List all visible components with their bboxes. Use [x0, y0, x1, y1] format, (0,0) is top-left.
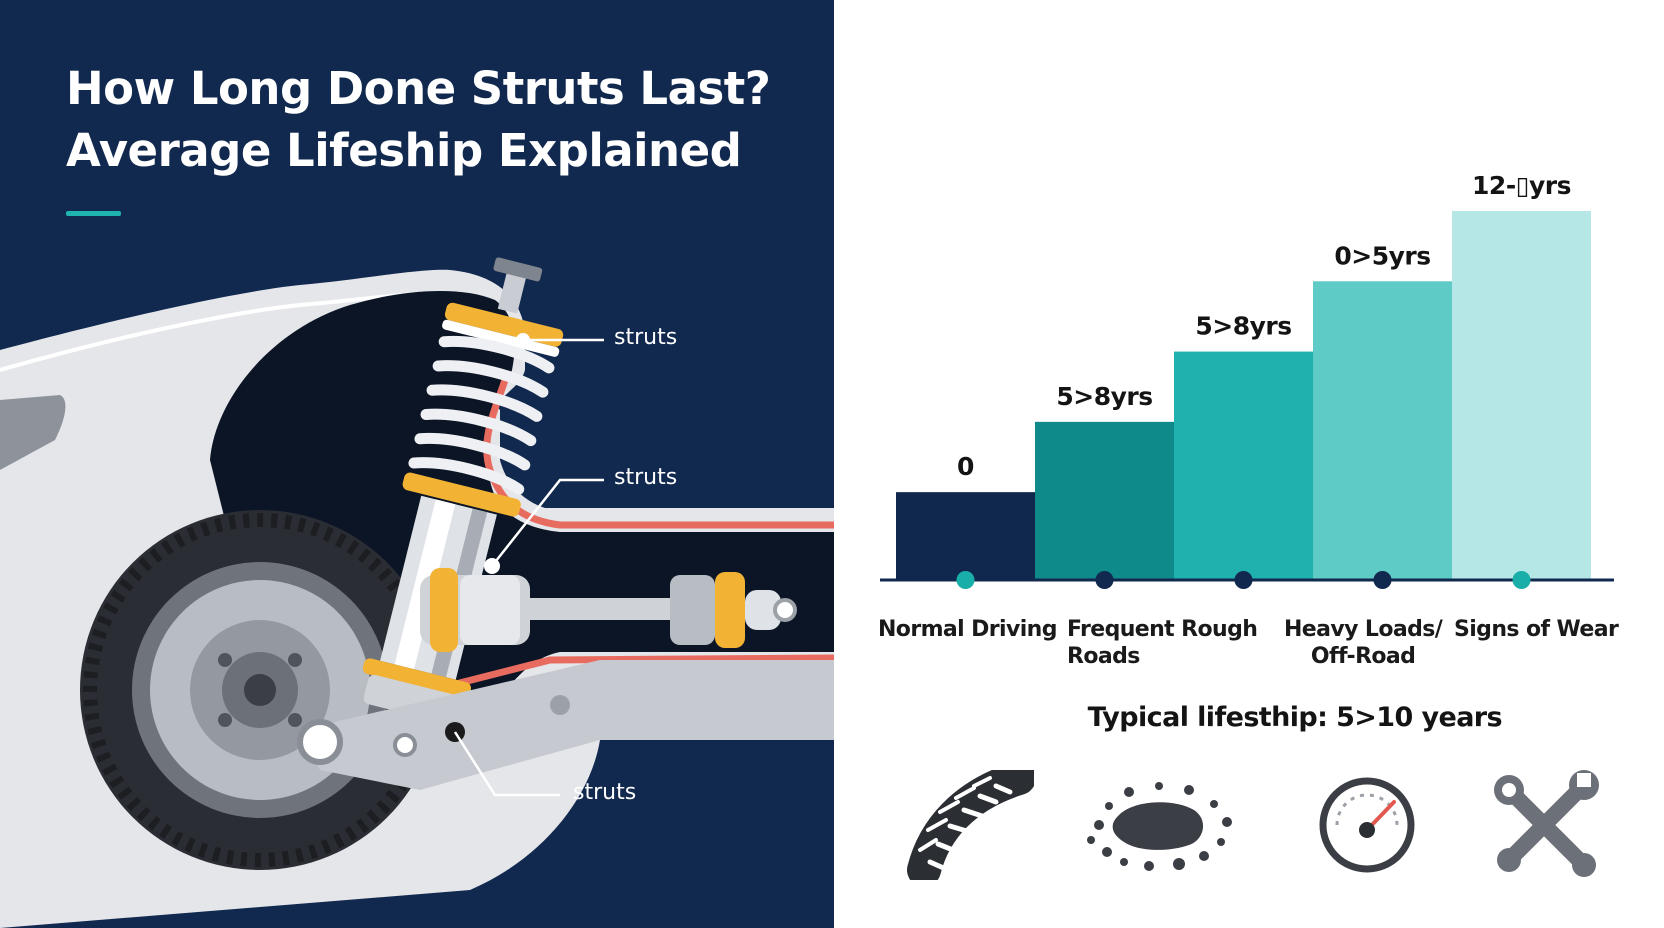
data-label-1: 5>8yrs [1056, 382, 1152, 411]
axis-marker-4 [1512, 571, 1531, 589]
data-label-3: 0>5yrs [1334, 241, 1430, 270]
lifespan-bar-chart: 0 5>8yrs 5>8yrs 0>5yrs 12-▯yrs [880, 171, 1614, 589]
category-label-line: Roads [1067, 644, 1140, 669]
data-label-0: 0 [957, 452, 974, 481]
callout-label-lower: struts [573, 780, 637, 805]
axis-marker-2 [1234, 571, 1253, 589]
axis-marker-0 [956, 571, 975, 589]
category-label-line: Signs of Wear [1454, 617, 1619, 642]
data-label-4: 12-▯yrs [1472, 171, 1571, 200]
tire-tread-icon [907, 770, 1034, 880]
typical-lifespan-note: Typical lifesthip: 5>10 years [1087, 702, 1503, 733]
category-label-line: Frequent Rough [1067, 617, 1258, 642]
bar-2 [1174, 351, 1313, 580]
illustration-panel: How Long Done Struts Last? Average Lifes… [0, 0, 834, 928]
callout-label-middle: struts [614, 465, 678, 490]
category-label-line: Heavy Loads/ [1284, 617, 1443, 642]
wrench-screwdriver-icon [1494, 770, 1599, 877]
axis-marker-1 [1095, 571, 1114, 589]
chart-panel: 0 5>8yrs 5>8yrs 0>5yrs 12-▯yrs Normal Drivin… [834, 0, 1664, 928]
callout-label-upper: struts [614, 325, 678, 350]
title-line-1: How Long Done Struts Last? [66, 62, 771, 115]
category-label-4: Signs of Wear [1454, 616, 1619, 643]
category-label-3: Heavy Loads/Off-Road [1284, 616, 1443, 670]
category-label-line: Off-Road [1310, 644, 1416, 669]
category-label-0: Normal Driving [878, 616, 1057, 643]
page-title: How Long Done Struts Last? Average Lifes… [66, 58, 771, 182]
title-accent-bar [66, 211, 121, 216]
bar-0 [896, 492, 1035, 580]
gauge-icon [1319, 777, 1415, 873]
bar-1 [1035, 421, 1174, 580]
suspension-illustration [0, 257, 834, 928]
title-line-2: Average Lifeship Explained [66, 124, 742, 177]
category-label-line: Normal Driving [878, 617, 1057, 642]
pothole-icon [1087, 782, 1232, 871]
axis-marker-3 [1373, 571, 1392, 589]
bar-3 [1313, 281, 1452, 580]
data-label-2: 5>8yrs [1195, 312, 1291, 341]
bar-4 [1452, 211, 1591, 580]
